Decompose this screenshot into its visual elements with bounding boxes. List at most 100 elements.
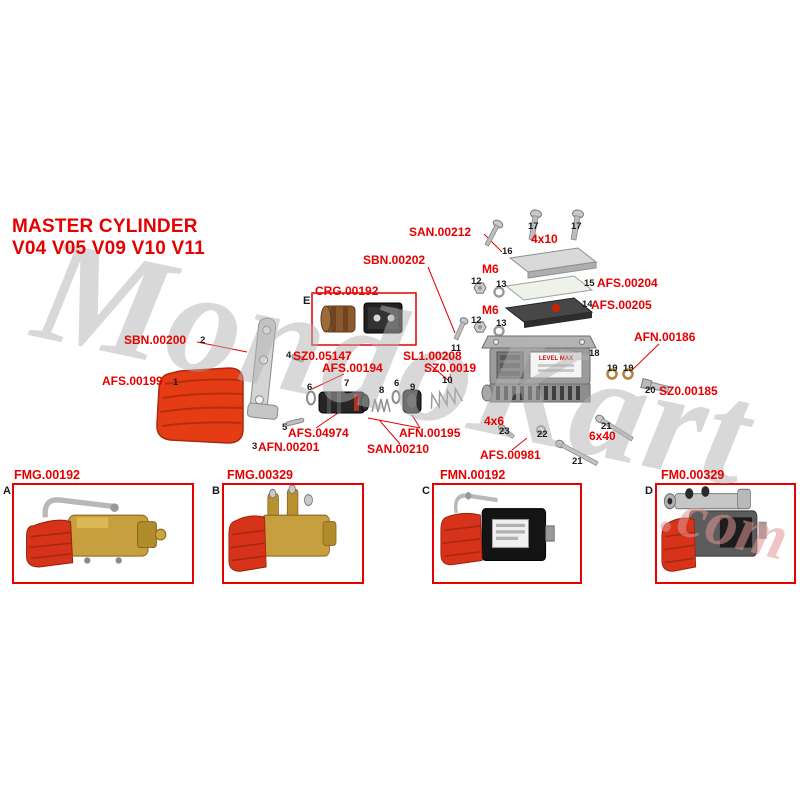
part-label-afs-00205-6: AFS.00205 — [591, 298, 652, 312]
index-number-18-10: 18 — [589, 348, 600, 359]
part-label-san-00210-21: SAN.00210 — [367, 442, 430, 456]
screw-16-icon — [484, 219, 504, 247]
box-label-fmg00192: FMG.00192 — [14, 468, 81, 482]
crg-cap — [363, 302, 403, 334]
part-label-4x6-16: 4x6 — [484, 414, 505, 428]
index-number-15-5: 15 — [584, 278, 595, 289]
reservoir-lid — [508, 247, 598, 279]
page-title-line2: V04 V05 V09 V10 V11 — [12, 238, 205, 259]
index-number-12-3: 12 — [471, 276, 482, 287]
part-label-m6-7: M6 — [482, 303, 499, 317]
mounting-bracket — [246, 317, 279, 420]
page-title-line1: MASTER CYLINDER — [12, 216, 198, 237]
bleed-screw-11-icon — [453, 317, 469, 341]
part-label-crg-00192-5: CRG.00192 — [315, 284, 379, 298]
index-number-10-22: 10 — [442, 375, 453, 386]
leader-lines — [196, 233, 660, 451]
master-cylinder-body: LEVEL MAX — [481, 335, 597, 403]
section-letter-a: A — [3, 485, 11, 497]
index-number-12-7: 12 — [471, 315, 482, 326]
banjo-bolt-20-icon — [640, 378, 670, 394]
pivot-pin-4-icon — [291, 353, 305, 363]
body-decal-text: LEVEL MAX — [539, 356, 573, 362]
index-number-6-17: 6 — [307, 382, 313, 393]
index-number-20-13: 20 — [645, 385, 656, 396]
index-number-21-27: 21 — [601, 421, 612, 432]
index-number-5-23: 5 — [282, 422, 288, 433]
part-label-afn-00186-8: AFN.00186 — [634, 330, 696, 344]
detail-box-b — [222, 483, 364, 584]
spring-8-icon — [371, 398, 391, 413]
part-label-sz0-05147-10: SZ0.05147 — [293, 349, 352, 363]
washer-22-icon — [536, 425, 546, 435]
seal-9-icon — [402, 389, 422, 414]
part-label-sz0-00185-15: SZ0.00185 — [659, 384, 718, 398]
index-number-16-2: 16 — [502, 246, 513, 257]
part-label-afs-00194-12: AFS.00194 — [322, 361, 383, 375]
index-number-17-0: 17 — [528, 221, 539, 232]
part-label-afs-00981-22: AFS.00981 — [480, 448, 541, 462]
section-letter-c: C — [422, 485, 430, 497]
screw-4x6-23-icon — [497, 424, 516, 439]
index-number-23-25: 23 — [499, 426, 510, 437]
index-number-11-9: 11 — [451, 343, 462, 354]
index-number-2-14: 2 — [200, 335, 206, 346]
index-number-21-28: 21 — [572, 456, 583, 467]
body-cooling-fins — [496, 386, 580, 400]
part-label-sl1-00208-11: SL1.00208 — [403, 349, 462, 363]
part-label-afn-00195-18: AFN.00195 — [399, 426, 461, 440]
section-letter-d: D — [645, 485, 653, 497]
screw-6x40-upper-icon — [595, 414, 634, 442]
washer-13-upper-icon — [493, 286, 505, 298]
index-number-6-20: 6 — [394, 378, 400, 389]
part-label-m6-3: M6 — [482, 262, 499, 276]
rubber-boot — [156, 367, 244, 444]
box-label-fmg00329: FMG.00329 — [227, 468, 294, 482]
pushrod-5-icon — [285, 417, 305, 427]
screw-6x40-lower-icon — [555, 439, 599, 466]
m6-nut-upper-icon — [473, 282, 487, 294]
screw-4x10-left-icon — [528, 209, 542, 241]
product-photo-fmg00329 — [228, 485, 337, 572]
part-label-4x10-1: 4x10 — [531, 232, 558, 246]
spring-10-icon — [430, 385, 464, 410]
index-number-13-4: 13 — [496, 279, 507, 290]
index-number-4-15: 4 — [286, 350, 292, 361]
washer-19-left-icon — [606, 368, 618, 380]
index-number-1-16: 1 — [173, 377, 179, 388]
part-label-afn-00201-20: AFN.00201 — [258, 440, 320, 454]
lid-gasket-15 — [504, 275, 594, 301]
detail-box-a — [12, 483, 194, 584]
part-label-sbn-00202-2: SBN.00202 — [363, 253, 426, 267]
detail-box-d — [655, 483, 796, 584]
diaphragm-plate-14 — [504, 297, 594, 328]
index-number-8-19: 8 — [379, 385, 385, 396]
index-number-19-12: 19 — [623, 363, 634, 374]
index-number-19-11: 19 — [607, 363, 618, 374]
washer-6-left-icon — [306, 390, 316, 406]
index-number-17-1: 17 — [571, 221, 582, 232]
part-label-san-00212-0: SAN.00212 — [409, 225, 472, 239]
detail-box-c — [432, 483, 582, 584]
index-number-22-26: 22 — [537, 429, 548, 440]
m6-nut-lower-icon — [473, 321, 487, 333]
piston-7-icon — [318, 391, 370, 414]
part-label-afs-00199-14: AFS.00199 — [102, 374, 163, 388]
part-label-afs-00204-4: AFS.00204 — [597, 276, 658, 290]
part-label-sbn-00200-9: SBN.00200 — [124, 333, 187, 347]
product-photo-fmg00192 — [26, 497, 167, 568]
part-label-afs-04974-17: AFS.04974 — [288, 426, 349, 440]
box-label-fmn00192: FMN.00192 — [440, 468, 506, 482]
section-letter-e: E — [303, 295, 311, 307]
index-number-3-24: 3 — [252, 441, 258, 452]
index-number-9-21: 9 — [410, 382, 416, 393]
box-label-fm000329: FM0.00329 — [661, 468, 725, 482]
index-number-7-18: 7 — [344, 378, 350, 389]
section-letter-b: B — [212, 485, 220, 497]
crg-piston — [320, 305, 356, 333]
screw-4x10-right-icon — [570, 209, 584, 241]
washer-19-right-icon — [622, 368, 634, 380]
washer-6-right-icon — [391, 390, 401, 404]
index-number-13-8: 13 — [496, 318, 507, 329]
